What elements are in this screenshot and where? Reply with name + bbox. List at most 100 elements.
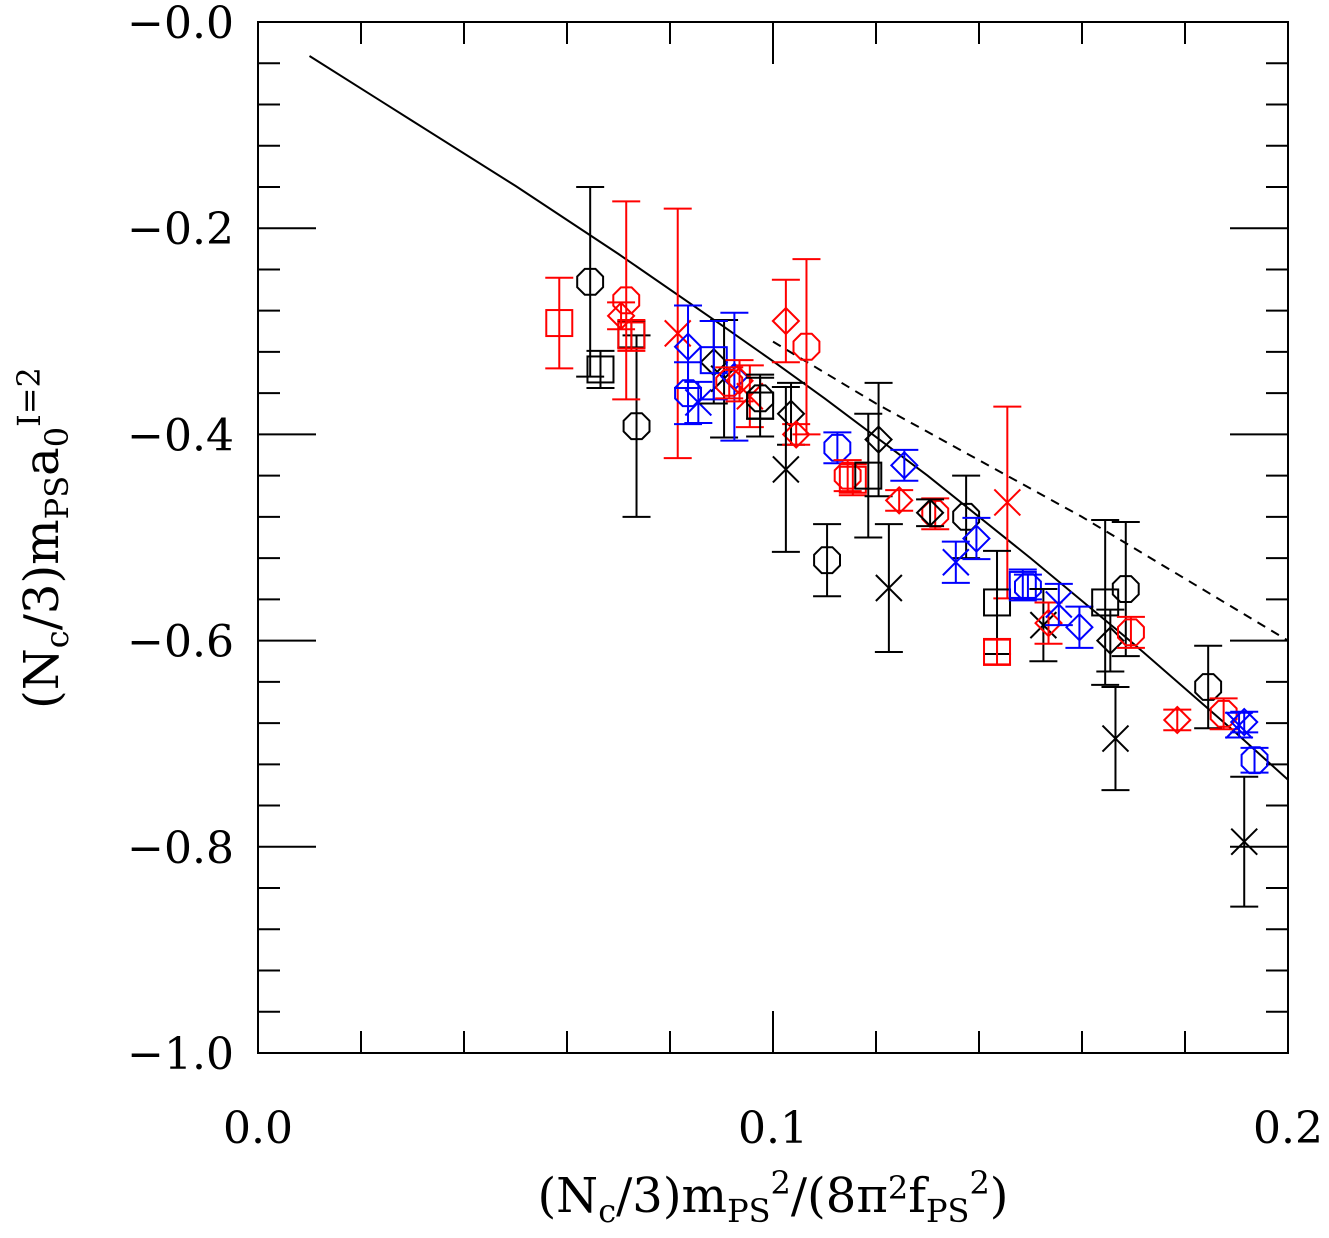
data-point-diamond — [889, 448, 919, 482]
octagon-marker — [1117, 618, 1145, 647]
data-point-cross — [771, 385, 800, 553]
data-point-cross — [941, 540, 970, 584]
diamond-marker — [781, 419, 811, 449]
axis-title-part: (N — [537, 1168, 598, 1224]
data-point-octagon — [622, 334, 651, 518]
data-point-diamond — [864, 381, 893, 498]
x-tick-label: 0.0 — [223, 1103, 293, 1154]
fit-curves — [308, 55, 1289, 781]
octagon-marker — [622, 412, 651, 441]
y-tick-label: −0.6 — [127, 617, 234, 668]
diamond-marker — [884, 485, 914, 515]
diamond-marker — [1065, 612, 1094, 642]
solid-curve — [308, 55, 1289, 781]
cross-marker — [772, 455, 800, 484]
cross-marker — [736, 382, 764, 410]
cross-marker — [1230, 827, 1258, 856]
diamond-marker — [673, 332, 703, 362]
data-point-square — [617, 318, 646, 352]
data-point-octagon — [792, 258, 821, 436]
x-tick-label: 0.1 — [738, 1103, 808, 1154]
diamond-marker — [962, 524, 991, 553]
diamond-marker — [606, 301, 636, 331]
plot-frame — [257, 21, 1289, 1054]
data-point-square — [983, 637, 1012, 666]
axis-title-part: PS — [926, 1192, 969, 1230]
data-point-cross — [1029, 588, 1058, 663]
square-marker — [1091, 588, 1120, 617]
data-point-octagon — [1194, 644, 1223, 730]
square-marker — [838, 465, 867, 494]
axis-title-part: PS — [38, 476, 76, 519]
data-point-diamond — [776, 381, 806, 446]
data-point-square — [838, 463, 867, 497]
data-point-diamond — [1162, 705, 1192, 735]
axis-title-part: I=2 — [10, 367, 48, 427]
octagon-marker — [746, 384, 775, 413]
data-point-octagon — [1240, 746, 1269, 775]
y-axis-title: (Nc/3)mPSa0I=2 — [10, 367, 75, 709]
y-tick-label: −1.0 — [127, 1029, 234, 1080]
axis-title-part: 2 — [771, 1164, 791, 1202]
axis-title-part: ) — [990, 1168, 1009, 1224]
y-tick-label: −0.8 — [127, 823, 234, 874]
y-tick-label: −0.4 — [127, 410, 234, 461]
diamond-marker — [1034, 608, 1063, 638]
cross-marker — [1225, 711, 1253, 739]
data-point-cross — [874, 523, 903, 653]
cross-marker — [942, 548, 970, 576]
data-point-cross — [663, 207, 692, 460]
y-tick-label: −0.0 — [127, 0, 234, 49]
cross-marker — [875, 574, 903, 602]
axis-title-part: 2 — [969, 1164, 989, 1202]
y-tick-label: −0.2 — [127, 204, 234, 255]
octagon-marker — [1209, 699, 1238, 728]
diamond-marker — [725, 366, 754, 396]
square-marker — [1008, 570, 1037, 599]
data-point-octagon — [715, 366, 744, 400]
data-point-diamond — [884, 485, 914, 515]
data-point-cross — [1101, 685, 1130, 792]
data-point-diamond — [1229, 707, 1259, 737]
x-tick-label: 0.2 — [1253, 1103, 1323, 1154]
data-point-square — [545, 276, 574, 370]
square-marker — [586, 355, 615, 384]
axis-title-part: f — [908, 1168, 929, 1224]
data-point-octagon — [813, 523, 842, 598]
axis-title-part: PS — [727, 1192, 770, 1230]
octagon-marker — [1194, 673, 1223, 701]
dashed-curve — [772, 340, 1289, 642]
x-axis-title: (Nc/3)mPS2/(8π2fPS2) — [537, 1164, 1008, 1229]
data-point-octagon — [576, 185, 605, 378]
axis-title-part: c — [38, 630, 76, 648]
octagon-marker — [833, 461, 862, 490]
octagon-marker — [1240, 746, 1269, 775]
diamond-marker — [889, 450, 919, 480]
octagon-marker — [792, 332, 821, 361]
data-point-diamond — [771, 278, 801, 364]
data-point-cross — [684, 380, 713, 425]
data-point-octagon — [833, 459, 862, 493]
square-marker — [617, 321, 646, 350]
octagon-marker — [813, 546, 841, 575]
data-point-octagon — [1111, 521, 1140, 658]
cross-marker — [664, 319, 692, 348]
diamond-marker — [771, 306, 801, 336]
diamond-marker — [864, 425, 893, 454]
axis-title-part: 2 — [888, 1169, 908, 1207]
data-point-square — [586, 349, 615, 390]
cross-marker — [1101, 724, 1130, 753]
data-point-cross — [1044, 582, 1073, 627]
octagon-marker — [576, 267, 605, 296]
axis-title-part: /(8π — [791, 1168, 888, 1224]
data-point-square — [699, 319, 728, 401]
data-point-diamond — [1034, 601, 1063, 645]
square-marker — [545, 309, 574, 338]
data-point-octagon — [823, 431, 852, 465]
data-points — [545, 185, 1269, 908]
data-point-cross — [735, 364, 764, 429]
axis-ticks — [257, 21, 1289, 1054]
data-point-octagon — [1116, 615, 1145, 649]
octagon-marker — [612, 286, 641, 315]
